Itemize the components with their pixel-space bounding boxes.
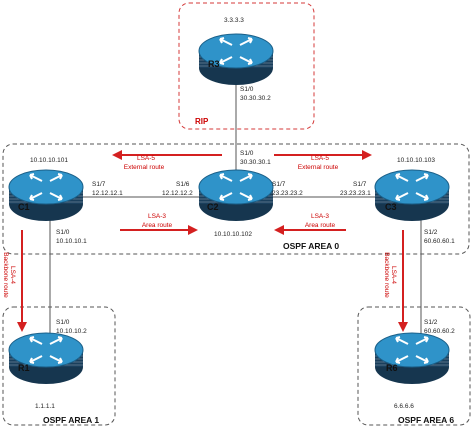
r1-s10-ip: 10.10.10.2 <box>56 328 87 335</box>
lsa5-right-sub: External route <box>298 164 339 171</box>
c3-s12-name: S1/2 <box>424 229 438 236</box>
router-c2-id: 10.10.10.102 <box>214 231 252 238</box>
lsa4-right-sub: Backbone route <box>383 252 390 298</box>
r1-s10-name: S1/0 <box>56 319 70 326</box>
c1-s17-ip: 12.12.12.1 <box>92 190 123 197</box>
c2-s10-name: S1/0 <box>240 150 254 157</box>
router-c2-name: C2 <box>207 202 219 212</box>
rip-area-label: RIP <box>195 117 209 126</box>
c2-s17-name: S1/7 <box>272 181 286 188</box>
router-c1-name: C1 <box>18 202 30 212</box>
router-c2-icon <box>198 169 274 222</box>
router-r1-id: 1.1.1.1 <box>35 403 55 410</box>
router-r3-name: R3 <box>208 59 220 69</box>
lsa3-left-sub: Area route <box>142 222 173 229</box>
c3-s17-ip: 23.23.23.1 <box>340 190 371 197</box>
c2-s10-ip: 30.30.30.1 <box>240 159 271 166</box>
r6-s12-ip: 60.60.60.2 <box>424 328 455 335</box>
ospf-area1-label: OSPF AREA 1 <box>43 415 99 425</box>
r3-s10-ip: 30.30.30.2 <box>240 95 271 102</box>
ospf-area1-boundary <box>2 306 116 426</box>
c1-s10-name: S1/0 <box>56 229 70 236</box>
rip-area-boundary <box>178 2 315 130</box>
router-c3-icon <box>374 169 450 222</box>
lsa5-left-sub: External route <box>124 164 165 171</box>
c2-s17-ip: 23.23.23.2 <box>272 190 303 197</box>
lsa3-right-title: LSA-3 <box>311 213 329 220</box>
c1-s17-name: S1/7 <box>92 181 106 188</box>
ospf-area6-boundary <box>357 306 471 426</box>
router-r1-icon <box>8 332 84 385</box>
ospf-area6-label: OSPF AREA 6 <box>398 415 454 425</box>
r6-s12-name: S1/2 <box>424 319 438 326</box>
router-c3-name: C3 <box>385 202 397 212</box>
lsa3-left-title: LSA-3 <box>148 213 166 220</box>
router-r6-icon <box>374 332 450 385</box>
ospf-area0-boundary <box>2 143 470 255</box>
router-r6-id: 6.6.6.6 <box>394 403 414 410</box>
router-c3-id: 10.10.10.103 <box>397 157 435 164</box>
router-r6-name: R6 <box>386 363 398 373</box>
r3-s10-name: S1/0 <box>240 86 254 93</box>
c3-s12-ip: 60.60.60.1 <box>424 238 455 245</box>
lsa4-right-title: LSA-4 <box>390 266 397 284</box>
lsa5-left-title: LSA-5 <box>137 155 155 162</box>
c2-s16-name: S1/6 <box>176 181 190 188</box>
router-c1-id: 10.10.10.101 <box>30 157 68 164</box>
router-r1-name: R1 <box>18 363 30 373</box>
router-r3-id: 3.3.3.3 <box>224 17 244 24</box>
ospf-area0-label: OSPF AREA 0 <box>283 241 339 251</box>
lsa4-left-sub: Backbone route <box>2 252 9 298</box>
lsa3-right-sub: Area route <box>305 222 336 229</box>
lsa4-left-title: LSA-4 <box>9 266 16 284</box>
c3-s17-name: S1/7 <box>353 181 367 188</box>
router-c1-icon <box>8 169 84 222</box>
c2-s16-ip: 12.12.12.2 <box>162 190 193 197</box>
c1-s10-ip: 10.10.10.1 <box>56 238 87 245</box>
lsa5-right-title: LSA-5 <box>311 155 329 162</box>
